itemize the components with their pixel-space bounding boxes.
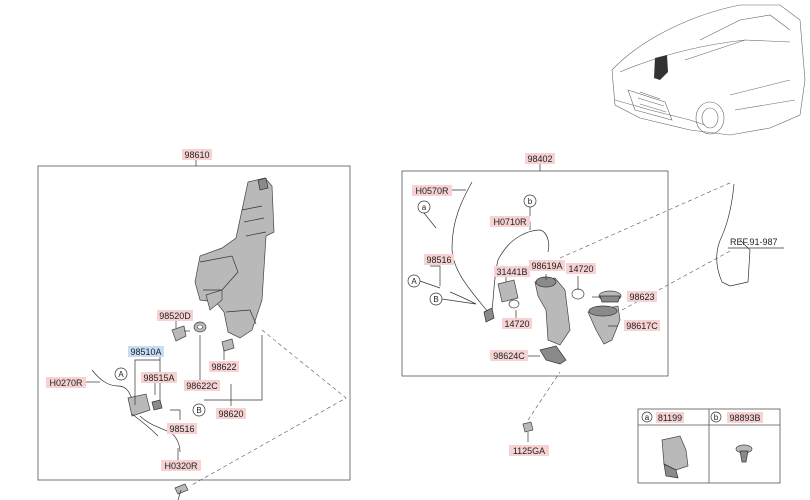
svg-text:b: b bbox=[714, 413, 719, 422]
svg-text:a: a bbox=[422, 203, 427, 212]
svg-text:B: B bbox=[433, 295, 438, 304]
label-H0320R[interactable]: H0320R bbox=[164, 461, 198, 471]
legend-table: a 81199 b 98893B bbox=[637, 408, 781, 484]
seal-ring-a bbox=[571, 288, 585, 300]
label-98516-right[interactable]: 98516 bbox=[426, 255, 451, 265]
svg-text:a: a bbox=[645, 413, 650, 422]
ref-label[interactable]: REF.91-987 bbox=[730, 237, 778, 247]
filler-cap bbox=[598, 290, 622, 303]
right-assembly-frame bbox=[401, 170, 669, 377]
reference-hose bbox=[716, 183, 751, 287]
label-98617C[interactable]: 98617C bbox=[626, 321, 658, 331]
right-assembly: 98402 bbox=[401, 153, 733, 377]
svg-text:A: A bbox=[118, 370, 124, 379]
clip-98893B-icon bbox=[735, 444, 753, 463]
clip-81199-icon bbox=[661, 435, 689, 479]
svg-text:b: b bbox=[528, 197, 533, 206]
legend-callout-a bbox=[641, 411, 653, 423]
label-H0710R[interactable]: H0710R bbox=[493, 217, 527, 227]
callout-B-left[interactable] bbox=[192, 403, 206, 417]
legend-part-81199[interactable]: 81199 bbox=[658, 413, 682, 423]
label-31441B[interactable]: 31441B bbox=[496, 267, 527, 277]
left-assembly-frame bbox=[37, 165, 351, 481]
seal-ring-b bbox=[508, 299, 520, 309]
label-H0270R[interactable]: H0270R bbox=[49, 378, 83, 388]
hose-clamp bbox=[539, 345, 567, 365]
svg-text:B: B bbox=[196, 406, 201, 415]
svg-text:A: A bbox=[411, 277, 417, 286]
level-sensor bbox=[221, 338, 235, 352]
label-98622C[interactable]: 98622C bbox=[186, 381, 218, 391]
left-assembly: 98610 bbox=[37, 149, 351, 500]
vehicle-thumbnail bbox=[611, 4, 806, 136]
label-1125GA[interactable]: 1125GA bbox=[513, 446, 545, 456]
label-H0570R[interactable]: H0570R bbox=[415, 186, 449, 196]
label-98624C[interactable]: 98624C bbox=[493, 351, 525, 361]
label-98520D[interactable]: 98520D bbox=[159, 311, 191, 321]
left-assembly-number[interactable]: 98610 bbox=[184, 150, 209, 160]
label-98623[interactable]: 98623 bbox=[629, 292, 654, 302]
bolt-1125GA bbox=[522, 371, 561, 442]
grommet bbox=[193, 321, 207, 333]
washer-reservoir bbox=[194, 177, 275, 339]
washer-pump bbox=[171, 325, 190, 342]
label-98515A[interactable]: 98515A bbox=[143, 373, 174, 383]
reservoir-location-marker bbox=[654, 55, 668, 80]
legend-part-98893B[interactable]: 98893B bbox=[729, 413, 760, 423]
legend-callout-b bbox=[710, 411, 722, 423]
label-98622[interactable]: 98622 bbox=[211, 362, 236, 372]
label-14720-upper[interactable]: 14720 bbox=[568, 264, 593, 274]
washer-motor bbox=[497, 279, 519, 303]
mounting-bolt-left bbox=[174, 483, 189, 500]
label-14720-lower[interactable]: 14720 bbox=[504, 319, 529, 329]
filler-neck bbox=[534, 276, 571, 346]
label-98620[interactable]: 98620 bbox=[218, 409, 243, 419]
label-98516-left[interactable]: 98516 bbox=[169, 424, 194, 434]
right-assembly-number[interactable]: 98402 bbox=[527, 154, 552, 164]
label-98619A[interactable]: 98619A bbox=[531, 261, 562, 271]
label-98510A[interactable]: 98510A bbox=[130, 347, 161, 357]
callout-A-left[interactable] bbox=[114, 367, 128, 381]
funnel-bracket bbox=[587, 305, 621, 345]
